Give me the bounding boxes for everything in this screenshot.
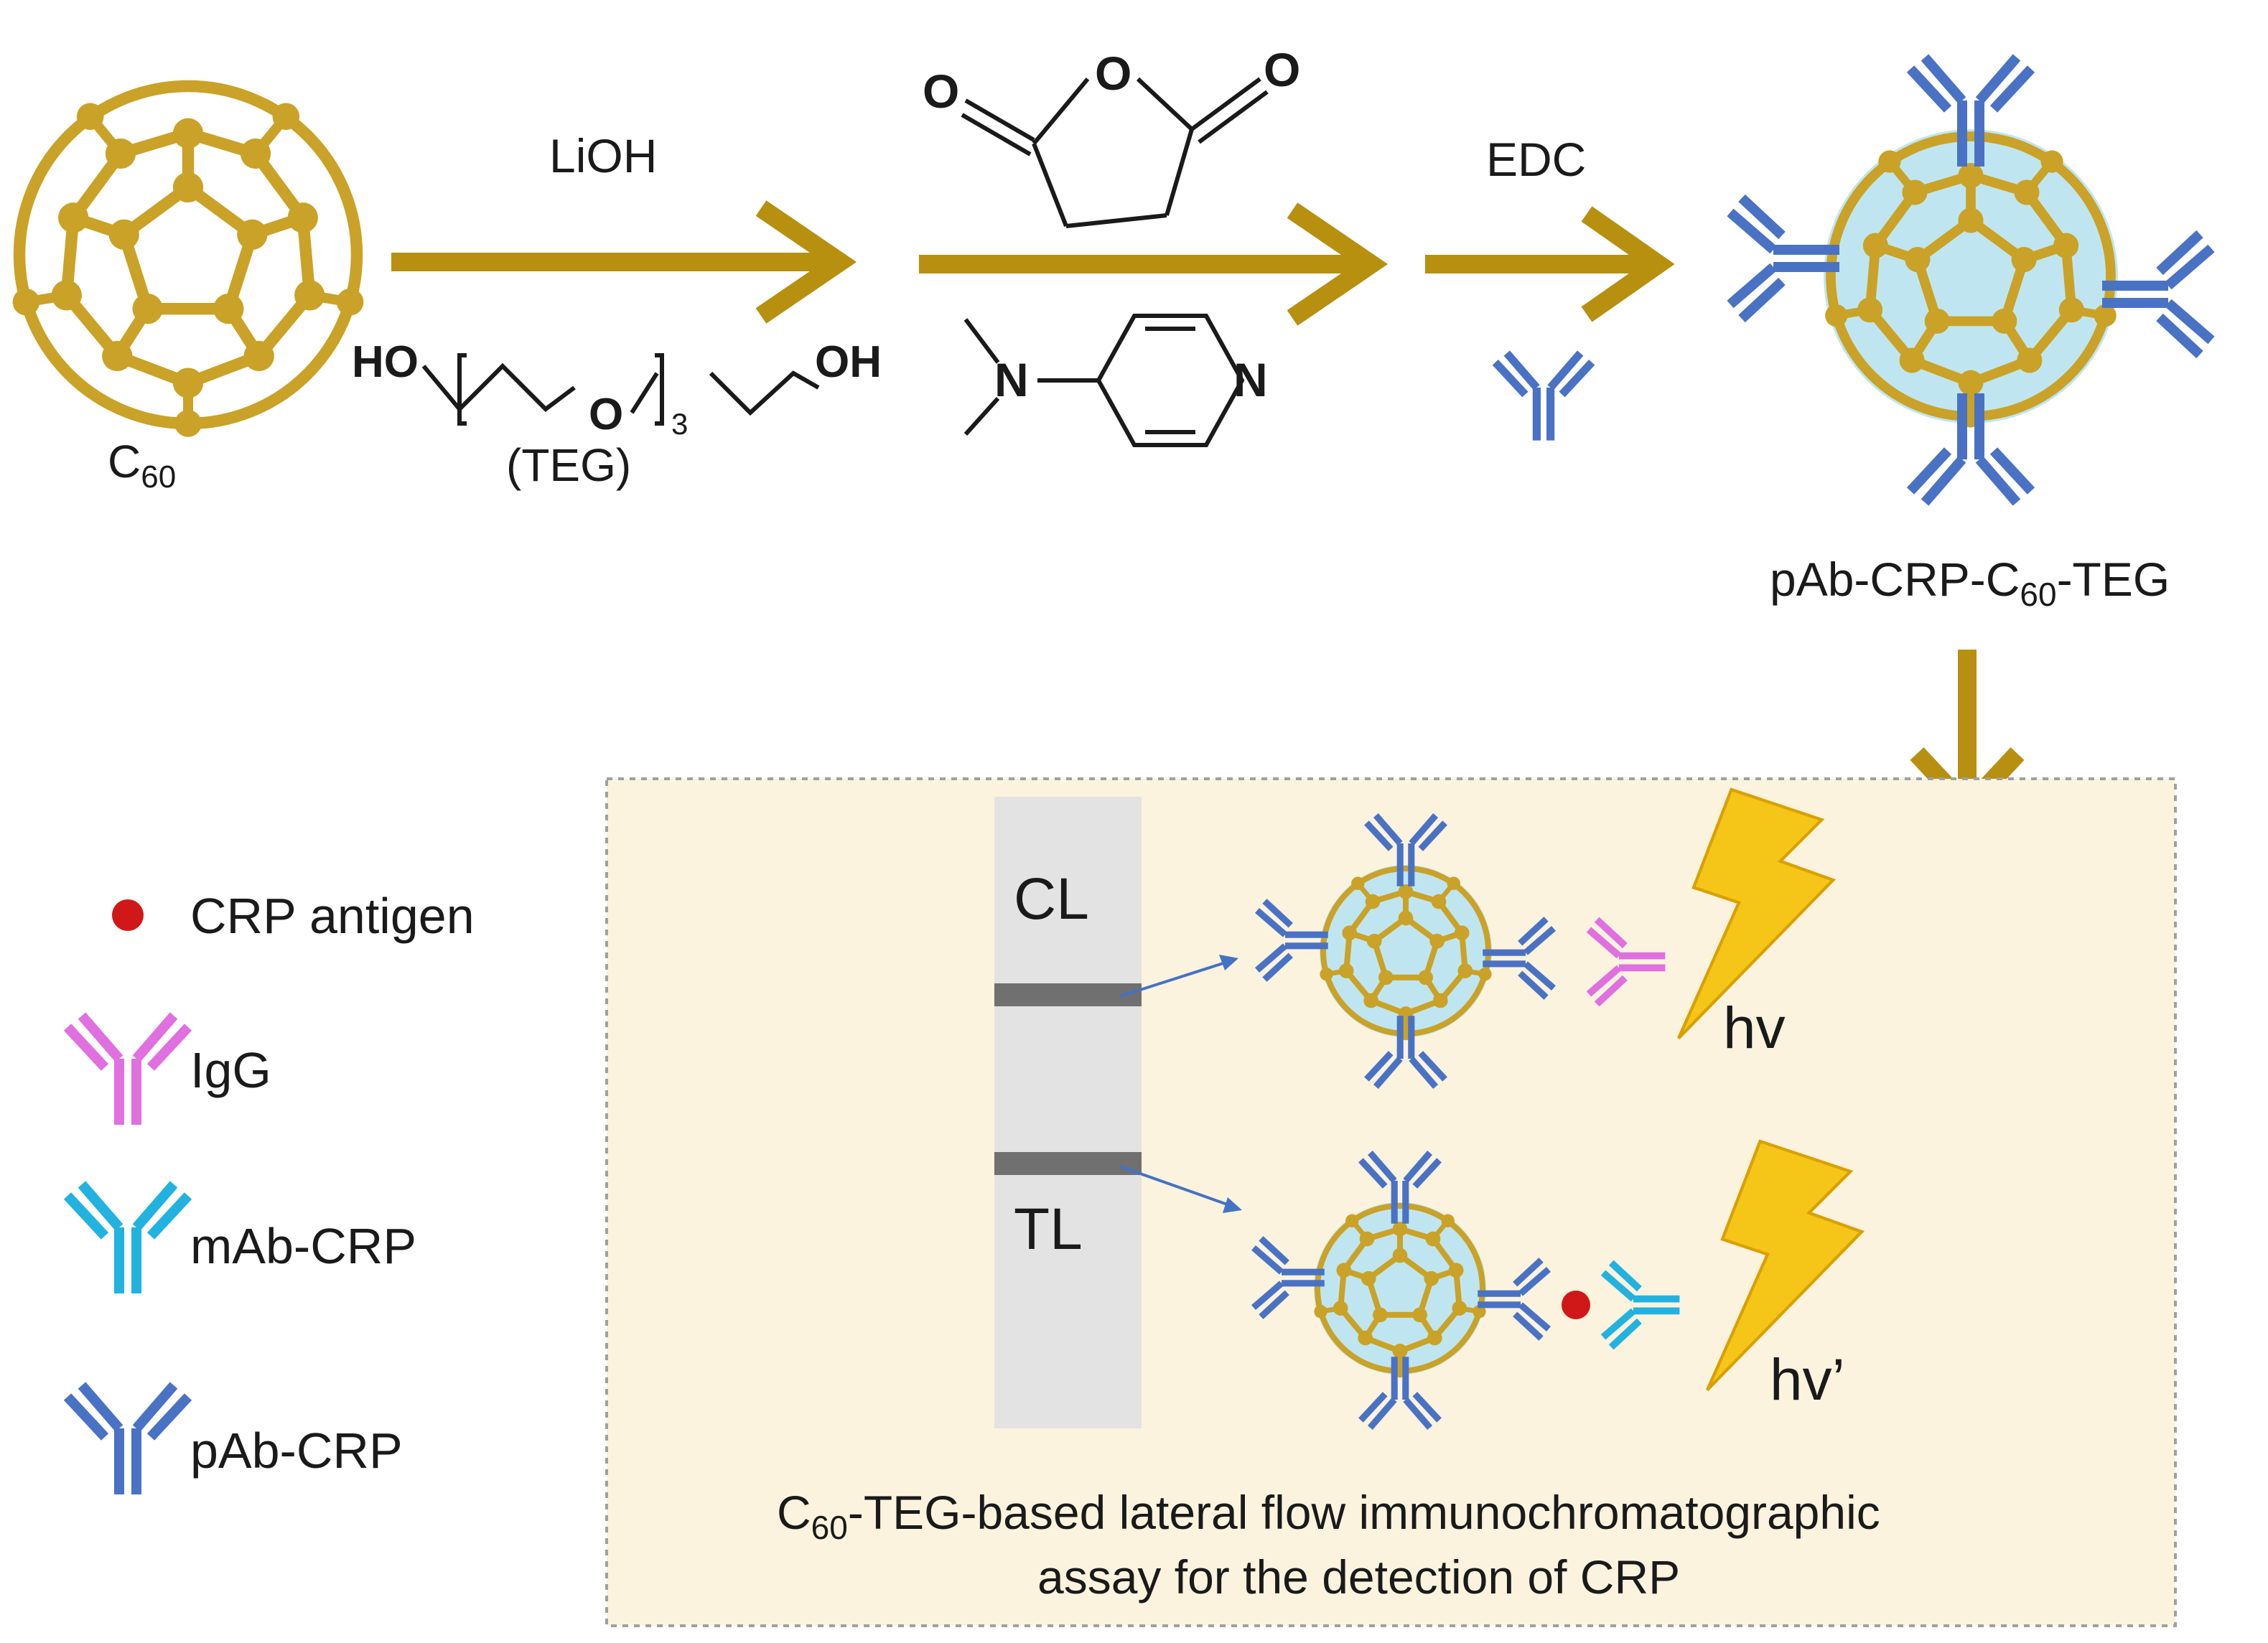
teg-label: (TEG) (506, 439, 631, 491)
pab-antibody-icon (1730, 198, 1839, 319)
pab-antibody-icon (1495, 353, 1592, 441)
teg-structure: HO O 3 OH (TEG) (352, 337, 882, 491)
svg-text:N: N (1233, 353, 1268, 406)
pab-antibody-icon (67, 1385, 188, 1494)
svg-text:HO: HO (352, 337, 419, 387)
svg-text:O: O (589, 390, 623, 439)
pab-crp-c60-teg-conjugate (1730, 57, 2211, 502)
cl-conjugate-complex (1257, 815, 1665, 1087)
reaction-arrow-1 (391, 200, 857, 324)
control-line-label: CL (1014, 866, 1089, 932)
test-line-band (994, 1152, 1142, 1175)
antigen-dot-icon (1562, 1291, 1590, 1319)
legend-label-igg: IgG (190, 1042, 271, 1098)
svg-text:O: O (1095, 47, 1131, 100)
legend-label-pab: pAb-CRP (190, 1423, 403, 1479)
c60-fullerene-icon (13, 86, 364, 437)
legend: CRP antigen IgG mAb-CRP pAb-CRP (67, 888, 475, 1494)
assay-caption-line-2: assay for the detection of CRP (1037, 1550, 1680, 1604)
dmap-structure: N N (963, 314, 1268, 447)
mab-antibody-icon (67, 1184, 188, 1293)
svg-text:O: O (1264, 43, 1300, 96)
svg-text:OH: OH (815, 337, 882, 387)
lioh-label: LiOH (549, 129, 657, 182)
pointer-arrow-tl (1119, 1165, 1242, 1213)
edc-label: EDC (1486, 133, 1586, 186)
emission-label-2: hv’ (1770, 1347, 1845, 1413)
legend-label-antigen: CRP antigen (190, 888, 475, 944)
pointer-arrow-cl (1119, 955, 1238, 998)
svg-text:N: N (994, 353, 1029, 406)
c60-label: C60 (108, 436, 176, 495)
pab-antibody-icon (2102, 234, 2211, 355)
legend-label-mab: mAb-CRP (190, 1218, 416, 1274)
lfia-assay-panel: CL TL hv (605, 777, 2177, 1627)
reaction-arrow-3 (1425, 206, 1675, 322)
test-line-label: TL (1014, 1197, 1083, 1262)
tl-conjugate-complex (1254, 1153, 1679, 1428)
control-line-band (994, 983, 1142, 1006)
assay-caption-line-1: C60-TEG-based lateral flow immunochromat… (777, 1486, 1880, 1546)
product-label: pAb-CRP-C60-TEG (1770, 553, 2170, 613)
emission-label-1: hv (1723, 996, 1786, 1061)
reaction-arrow-2 (919, 202, 1389, 326)
succinic-anhydride-structure: O O O (923, 43, 1300, 228)
igg-antibody-icon (67, 1016, 188, 1125)
svg-text:3: 3 (671, 407, 688, 441)
test-strip (994, 797, 1142, 1428)
svg-text:O: O (923, 65, 959, 118)
antigen-dot-icon (112, 899, 144, 931)
